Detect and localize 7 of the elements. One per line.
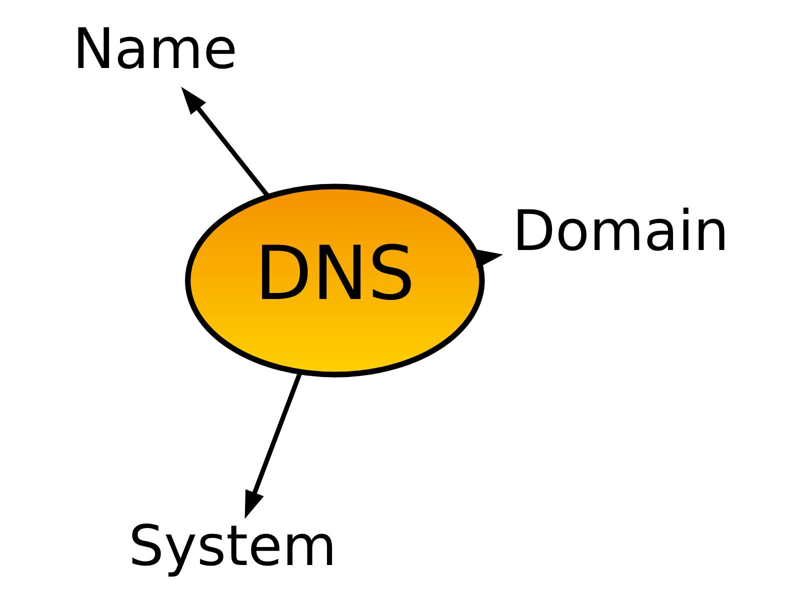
node-text: Name: [72, 16, 238, 82]
arrow: [473, 249, 503, 268]
arrow: [244, 371, 302, 519]
node-ellipse: DNS: [184, 184, 484, 378]
node-text: Domain: [512, 199, 729, 264]
arrow: [180, 86, 270, 198]
node-text: System: [128, 514, 336, 579]
